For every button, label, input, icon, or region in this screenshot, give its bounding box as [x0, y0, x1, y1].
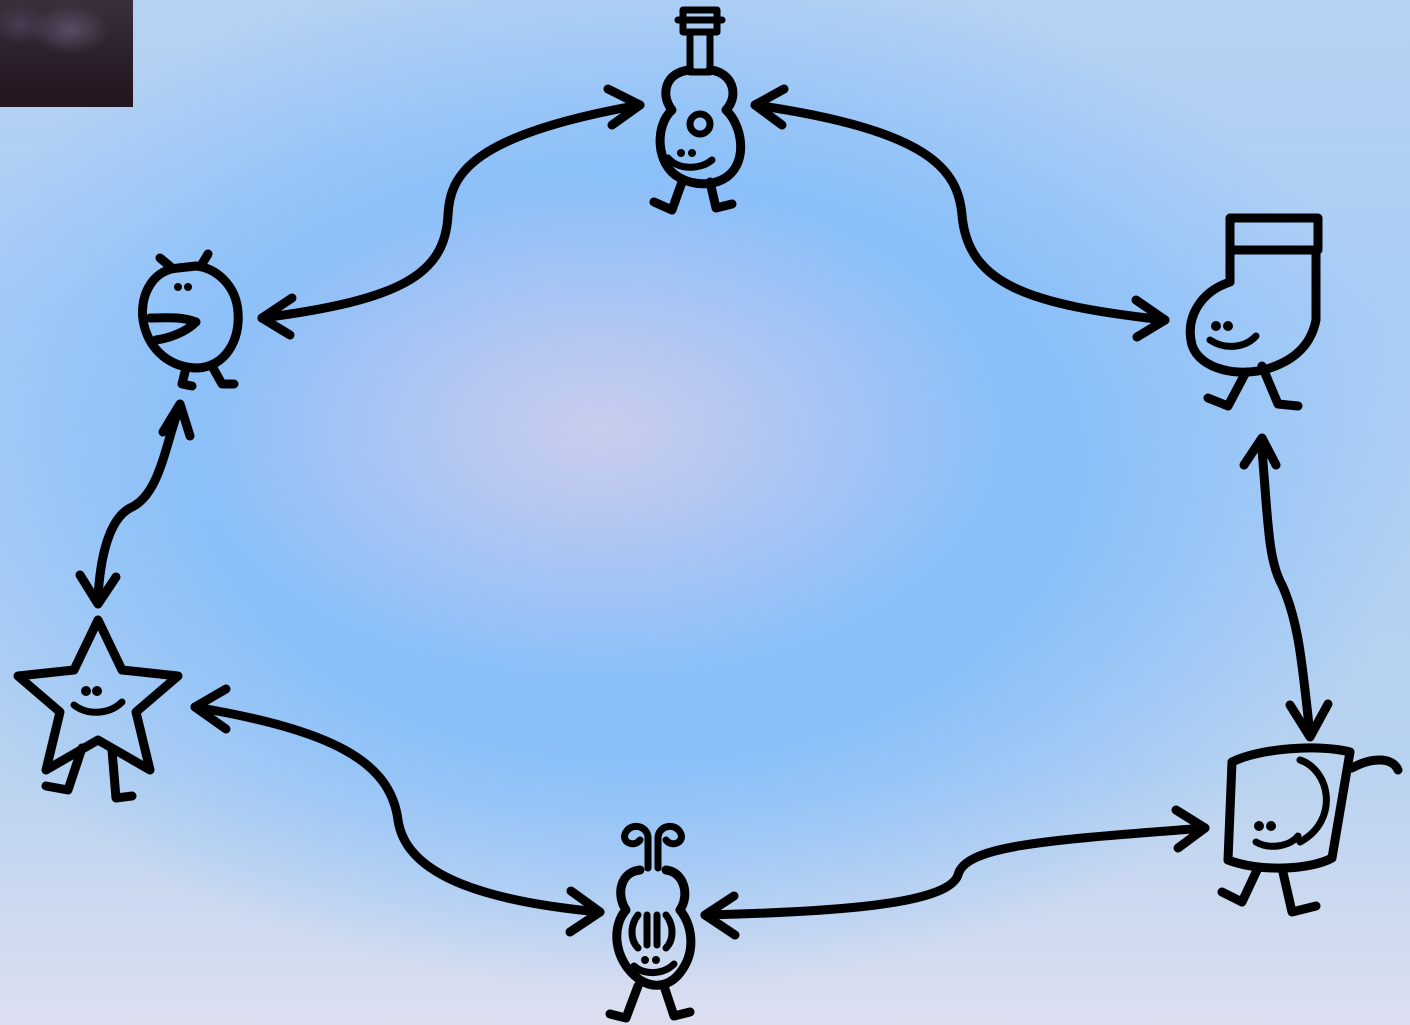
guitar-creature-icon[interactable] [649, 6, 746, 215]
cup-creature-icon[interactable] [1217, 743, 1403, 917]
blob-creature-icon[interactable] [138, 249, 243, 391]
link-cup-violin [700, 805, 1210, 940]
thumbnail-image[interactable] [0, 0, 133, 107]
link-star-blob [75, 399, 195, 609]
link-sock-cup [1239, 433, 1333, 742]
sock-creature-icon[interactable] [1185, 213, 1323, 411]
link-violin-star [190, 684, 605, 937]
link-guitar-sock [750, 84, 1170, 342]
violin-creature-icon[interactable] [605, 822, 696, 1023]
star-creature-icon[interactable] [13, 615, 183, 803]
link-guitar-blob [257, 84, 645, 340]
